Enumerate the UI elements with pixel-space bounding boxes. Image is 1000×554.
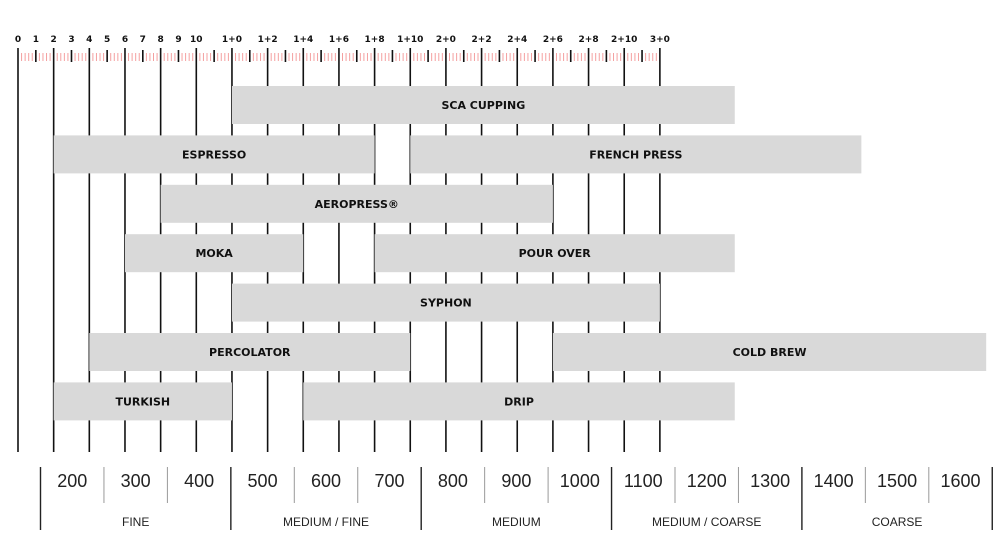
bar-turkish bbox=[53, 382, 232, 421]
top-tick-label: 2+8 bbox=[579, 35, 599, 45]
bar-drip bbox=[303, 382, 735, 421]
bar-label: MOKA bbox=[195, 247, 233, 260]
top-tick-label: 2+4 bbox=[507, 35, 527, 45]
bar-label: TURKISH bbox=[115, 395, 170, 408]
top-tick-label: 1+2 bbox=[258, 35, 278, 45]
micron-label: 1200 bbox=[687, 471, 727, 491]
top-tick-label: 4 bbox=[86, 35, 92, 45]
micron-label: 400 bbox=[184, 471, 214, 491]
bar-label: PERCOLATOR bbox=[209, 346, 291, 359]
bar-label: COLD BREW bbox=[733, 346, 807, 359]
micron-label: 1400 bbox=[814, 471, 854, 491]
bar-label: FRENCH PRESS bbox=[589, 148, 682, 161]
bar-french-press bbox=[410, 135, 862, 174]
top-tick-label: 1+4 bbox=[293, 35, 313, 45]
top-tick-label: 2+6 bbox=[543, 35, 563, 45]
top-tick-label: 2+10 bbox=[611, 35, 637, 45]
top-tick-label: 1+10 bbox=[397, 35, 423, 45]
bar-moka bbox=[124, 234, 304, 273]
micron-label: 1100 bbox=[624, 471, 663, 491]
bar-espresso bbox=[53, 135, 375, 174]
category-label: MEDIUM bbox=[492, 515, 541, 529]
bar-sca-cupping bbox=[231, 86, 735, 124]
bar-syphon bbox=[231, 283, 660, 322]
top-tick-label: 6 bbox=[122, 35, 128, 45]
micron-label: 600 bbox=[311, 471, 341, 491]
category-label: MEDIUM / FINE bbox=[283, 515, 369, 529]
top-tick-label: 2+0 bbox=[436, 35, 456, 45]
bar-label: SCA CUPPING bbox=[441, 99, 525, 112]
top-tick-label: 1+0 bbox=[222, 35, 242, 45]
bar-label: ESPRESSO bbox=[182, 148, 246, 161]
category-label: COARSE bbox=[872, 515, 923, 529]
micron-label: 1300 bbox=[750, 471, 790, 491]
top-tick-label: 1 bbox=[33, 35, 39, 45]
top-tick-label: 1+8 bbox=[365, 35, 385, 45]
top-tick-label: 0 bbox=[15, 35, 21, 45]
bar-label: DRIP bbox=[504, 395, 534, 408]
micron-label: 800 bbox=[438, 471, 468, 491]
micron-label: 1000 bbox=[560, 471, 600, 491]
top-tick-label: 7 bbox=[140, 35, 146, 45]
top-tick-label: 9 bbox=[175, 35, 181, 45]
category-label: MEDIUM / COARSE bbox=[652, 515, 761, 529]
micron-label: 500 bbox=[248, 471, 278, 491]
bar-percolator bbox=[89, 333, 411, 371]
bar-label: POUR OVER bbox=[519, 247, 592, 260]
bar-aeropress- bbox=[160, 184, 553, 223]
micron-label: 1500 bbox=[877, 471, 917, 491]
top-tick-label: 3+0 bbox=[650, 35, 670, 45]
top-tick-label: 10 bbox=[190, 35, 203, 45]
top-tick-label: 5 bbox=[104, 35, 110, 45]
top-tick-label: 2+2 bbox=[472, 35, 492, 45]
micron-label: 700 bbox=[374, 471, 404, 491]
bar-cold-brew bbox=[552, 333, 987, 371]
micron-label: 1600 bbox=[941, 471, 981, 491]
bar-label: AEROPRESS® bbox=[315, 198, 399, 211]
micron-label: 900 bbox=[501, 471, 531, 491]
top-tick-label: 8 bbox=[158, 35, 164, 45]
micron-label: 200 bbox=[57, 471, 87, 491]
top-tick-label: 1+6 bbox=[329, 35, 349, 45]
category-label: FINE bbox=[122, 515, 149, 529]
bar-pour-over bbox=[374, 234, 735, 273]
top-tick-label: 2 bbox=[51, 35, 57, 45]
top-tick-label: 3 bbox=[68, 35, 74, 45]
micron-label: 300 bbox=[121, 471, 151, 491]
bar-label: SYPHON bbox=[420, 297, 472, 310]
